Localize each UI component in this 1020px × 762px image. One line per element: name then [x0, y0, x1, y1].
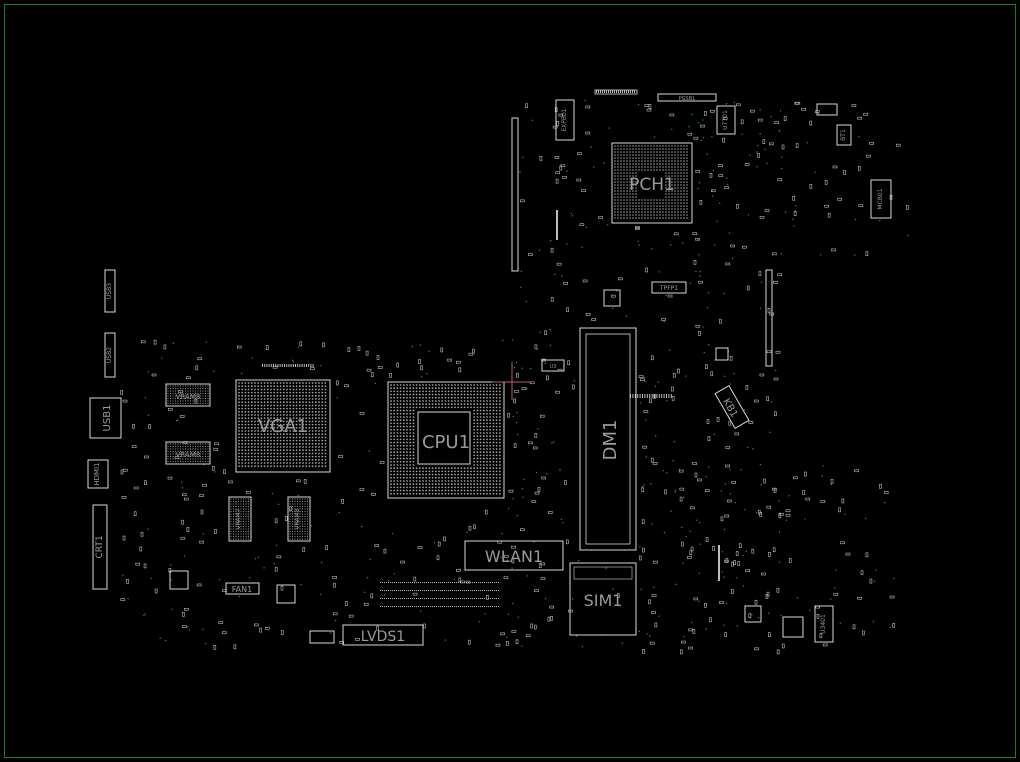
lvds-connector[interactable]: LVDS1 — [342, 624, 424, 646]
ic-square[interactable] — [603, 289, 621, 307]
crt-port[interactable]: CRT1 — [92, 504, 108, 590]
cursor-crosshair — [492, 362, 532, 400]
gpu-chip[interactable]: VGA1 — [235, 379, 331, 473]
ic-square[interactable] — [276, 584, 296, 604]
vram-c-label: VRAM7 — [235, 508, 242, 529]
vram-a-label: VRAM8 — [176, 393, 201, 401]
vram-chip-c[interactable]: VRAM7 — [228, 496, 252, 542]
mcb-label: MCB01 — [877, 188, 884, 209]
u7701-label: U7701 — [722, 110, 729, 130]
exp-connector[interactable]: EXPB01 — [555, 99, 575, 141]
right-vertical-connector[interactable] — [765, 269, 773, 367]
cpu-socket[interactable]: CPU1 — [387, 381, 505, 499]
ic-square[interactable] — [744, 605, 762, 623]
small-connector[interactable] — [309, 630, 335, 644]
pch-chip[interactable]: PCH1 — [611, 142, 693, 224]
left-vertical-connector[interactable] — [511, 117, 519, 272]
pch-label: PCH1 — [629, 175, 675, 195]
small-module — [816, 103, 838, 116]
vram-chip-b[interactable]: VRAM8 — [165, 441, 211, 465]
usb3-port[interactable]: USB3 — [104, 269, 116, 313]
gpu-label: VGA1 — [258, 416, 308, 437]
dimm-label: DM1 — [600, 420, 621, 461]
lvds-label: LVDS1 — [361, 629, 405, 645]
vram-b-label: VRAM8 — [176, 451, 201, 459]
ic-square[interactable] — [169, 570, 189, 590]
touchpad-connector[interactable]: TPFP1 — [651, 281, 687, 294]
wlan-connector[interactable]: WLAN1 — [464, 540, 564, 571]
cpu-label: CPU1 — [422, 432, 470, 453]
fan-label: FAN1 — [232, 585, 252, 594]
ic-square[interactable] — [782, 616, 804, 638]
u3-label: U3 — [550, 364, 557, 370]
mcb-connector[interactable]: MCB01 — [870, 179, 892, 219]
dimm-slot[interactable]: DM1 — [579, 327, 637, 551]
top-strip — [594, 89, 638, 95]
crt-label: CRT1 — [95, 535, 105, 558]
usb3-label: USB3 — [106, 283, 113, 299]
tpfp-label: TPFP1 — [659, 285, 678, 292]
sim-label: SIM1 — [584, 591, 623, 610]
usb2-label: USB2 — [106, 347, 113, 363]
u7701-chip[interactable]: U7701 — [716, 105, 736, 135]
exp-label: EXPB01 — [561, 108, 568, 131]
usb1-label: USB1 — [102, 405, 113, 432]
hdmi-port[interactable]: HDMI1 — [87, 459, 109, 489]
vram-chip-a[interactable]: VRAM8 — [165, 383, 211, 407]
wlan-label: WLAN1 — [485, 547, 543, 566]
u3-chip[interactable]: U3 — [541, 359, 565, 372]
bt-label: BT1 — [840, 129, 847, 141]
top-connector-label: PGSB1 — [679, 96, 696, 102]
sim-slot[interactable]: SIM1 — [569, 562, 637, 636]
hdmi-label: HDMI1 — [93, 462, 101, 485]
usb1-port[interactable]: USB1 — [89, 397, 122, 439]
fan-connector[interactable]: FAN1 — [225, 582, 260, 595]
u3401-label: U3401 — [820, 614, 827, 634]
ic-square[interactable] — [715, 347, 729, 361]
pads-layer — [120, 90, 909, 655]
u3401-chip[interactable]: U3401 — [814, 605, 834, 643]
top-connector[interactable]: PGSB1 — [657, 93, 717, 102]
vram-d-label: VRAM8 — [294, 508, 301, 529]
vram-chip-d[interactable]: VRAM8 — [287, 496, 311, 542]
usb2-port[interactable]: USB2 — [104, 332, 116, 378]
bt-module[interactable]: BT1 — [836, 124, 852, 146]
